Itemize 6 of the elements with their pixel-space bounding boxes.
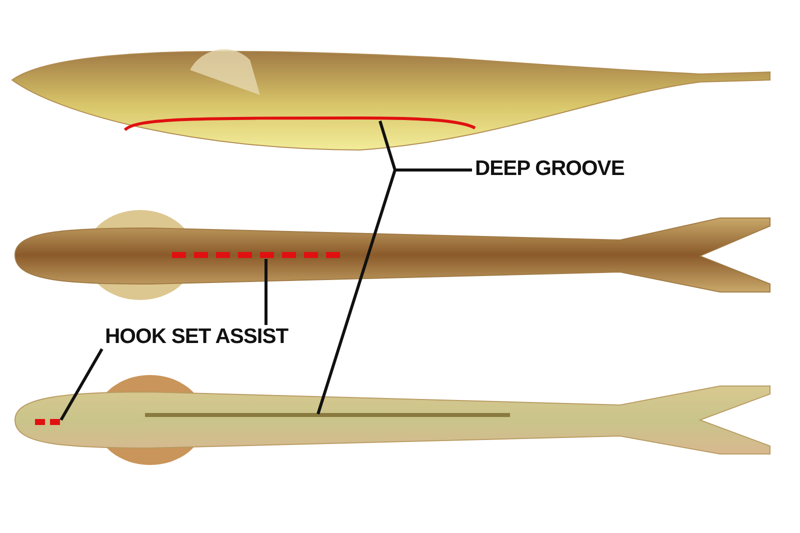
dashed-marker [35,419,62,425]
leader-line [60,348,104,421]
leader-line [316,168,472,414]
groove-line [145,413,510,417]
groove-line [124,116,476,132]
leader-line [264,259,268,325]
